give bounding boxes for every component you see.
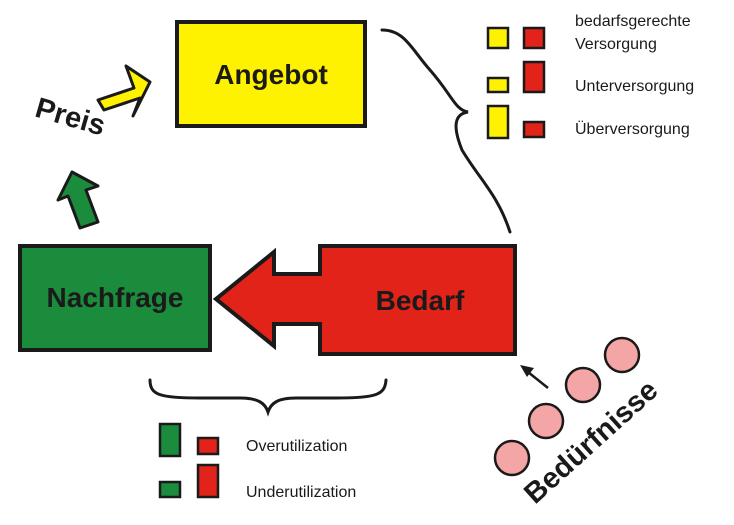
legend-green-tall [158,422,182,458]
bedarf-arrow-fill [212,244,517,356]
need-circle [603,336,641,374]
legend-text-line: Überversorgung [575,120,690,138]
angebot-label: Angebot [214,59,328,90]
utilization-legend: Overutilization Underutilization [158,422,356,501]
legend-green-small [158,480,182,499]
legend-text-line: Underutilization [246,484,356,501]
needs-arrow-head [520,365,534,377]
need-circle [564,366,602,404]
angebot-box: Angebot [175,20,367,128]
needs-circles [493,336,641,477]
legend-text-line: bedarfsgerechte [575,13,691,30]
legend-red-small [522,120,546,139]
need-circle [493,439,531,477]
green-arrow-icon [56,170,100,230]
bedarf-arrow-box: Bedarf [212,244,517,356]
yellow-arrow-icon [96,64,152,118]
nachfrage-label: Nachfrage [47,282,184,313]
needs-arrow-icon [520,365,549,389]
legend-text-line: Unterversorgung [575,78,694,95]
bedarf-label: Bedarf [376,285,465,316]
supply-legend: bedarfsgerechte Versorgung Unterversorgu… [486,13,694,140]
needs-arrow-line [527,371,549,389]
legend-text-line: Versorgung [575,36,657,53]
legend-red-square [522,26,546,50]
utilization-brace [148,378,388,417]
nachfrage-box-fill [18,244,212,352]
supply-brace [380,28,512,234]
legend-text-line: Overutilization [246,438,347,455]
need-circle [527,402,565,440]
legend-red-small [196,436,220,456]
legend-yellow-tall [486,104,510,140]
nachfrage-box: Nachfrage [18,244,212,352]
legend-red-tall [196,463,220,499]
angebot-box-fill [175,20,367,128]
legend-red-tall [522,60,546,94]
legend-yellow-small [486,76,510,94]
legend-yellow-square [486,26,510,50]
